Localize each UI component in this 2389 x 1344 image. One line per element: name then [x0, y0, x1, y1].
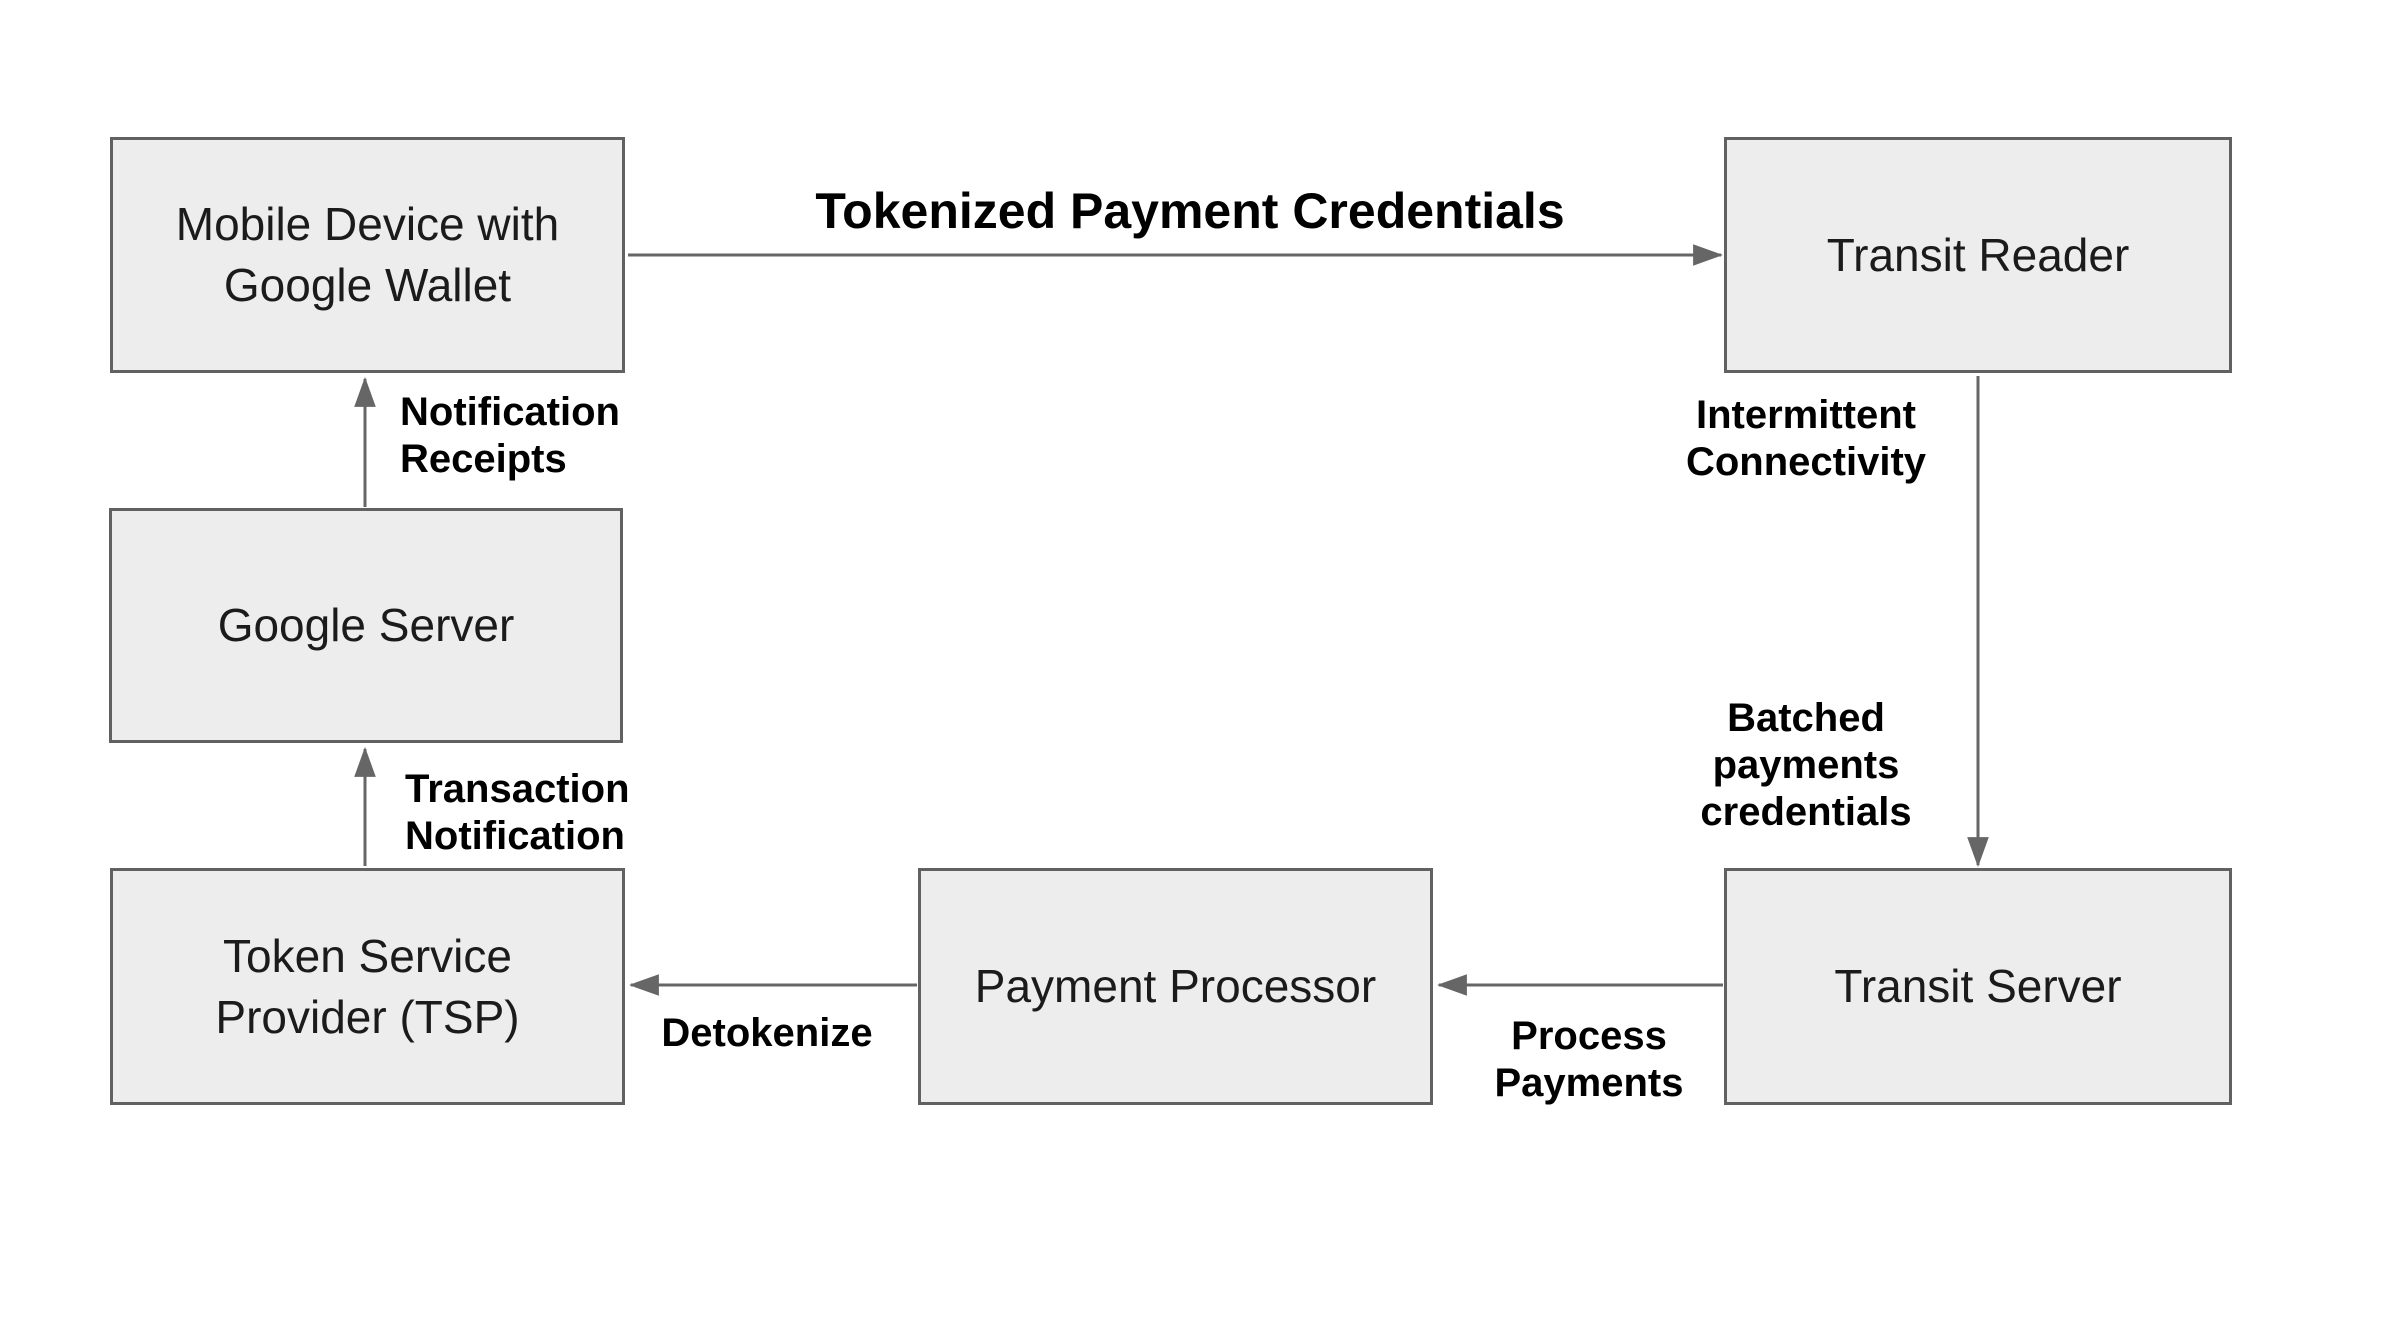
node-transit-server: Transit Server	[1724, 868, 2232, 1105]
node-google-server: Google Server	[109, 508, 623, 743]
edge-label-process-payments: Process Payments	[1494, 1014, 1684, 1106]
node-google-server-label: Google Server	[217, 599, 515, 652]
edge-label-transaction-notification: Transaction Notification	[405, 767, 630, 859]
node-token-service-provider: Token Service Provider (TSP)	[110, 868, 625, 1105]
node-transit-reader: Transit Reader	[1724, 137, 2232, 373]
node-token-service-provider-label: Token Service Provider (TSP)	[215, 929, 520, 1043]
edge-label-batched-payments-credentials: Batched payments credentials	[1700, 696, 1912, 835]
edge-label-intermittent-connectivity: Intermittent Connectivity	[1685, 393, 1927, 485]
node-mobile-device-google-wallet: Mobile Device with Google Wallet	[110, 137, 625, 373]
node-transit-server-label: Transit Server	[1834, 960, 2122, 1013]
node-mobile-device-google-wallet-label: Mobile Device with Google Wallet	[175, 198, 560, 311]
edge-label-tokenized-payment-credentials: Tokenized Payment Credentials	[815, 183, 1565, 239]
node-transit-reader-label: Transit Reader	[1826, 228, 2130, 281]
edge-label-detokenize: Detokenize	[661, 1011, 873, 1055]
edge-label-notification-receipts: Notification Receipts	[400, 390, 620, 482]
node-payment-processor-label: Payment Processor	[974, 960, 1377, 1013]
node-payment-processor: Payment Processor	[918, 868, 1433, 1105]
